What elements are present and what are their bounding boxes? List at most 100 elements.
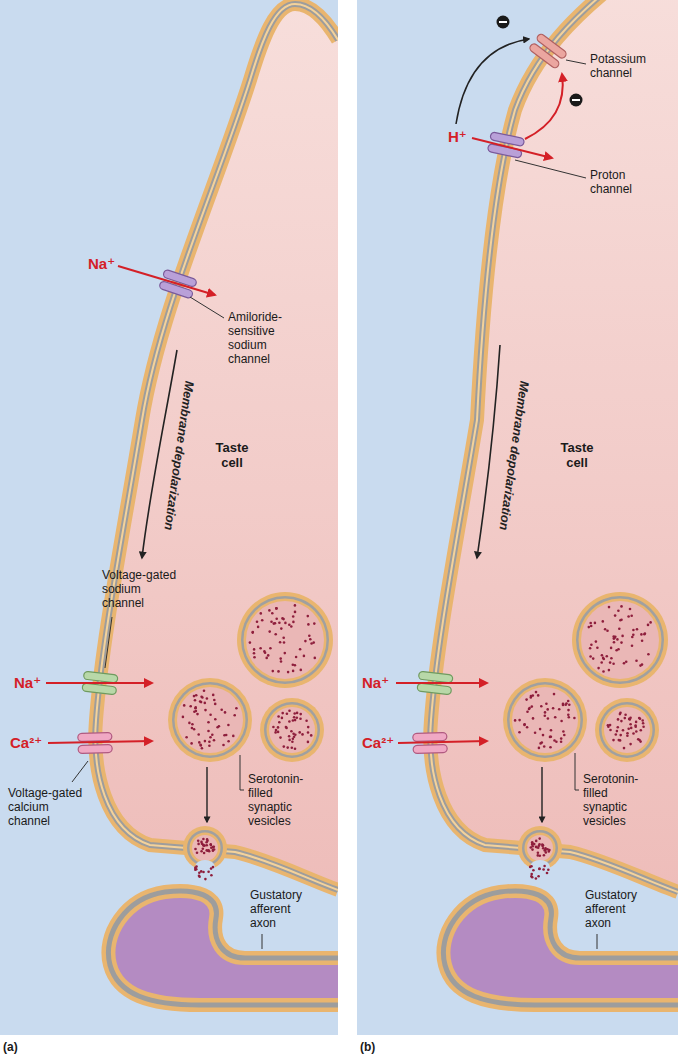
ion-label: Na⁺ — [362, 674, 389, 691]
serotonin-dot — [590, 625, 593, 628]
serotonin-dot — [264, 652, 267, 655]
serotonin-dot — [259, 647, 262, 650]
serotonin-dot — [620, 641, 623, 644]
serotonin-dot — [549, 746, 552, 749]
serotonin-dot — [647, 653, 650, 656]
serotonin-dot — [630, 727, 633, 730]
serotonin-dot — [532, 694, 535, 697]
serotonin-dot — [589, 647, 592, 650]
cell-body — [95, 4, 338, 890]
vesicle — [572, 592, 668, 688]
serotonin-dot — [278, 622, 281, 625]
inhibition-sign — [570, 94, 583, 107]
serotonin-dot — [256, 621, 259, 624]
serotonin-dot — [223, 734, 226, 737]
serotonin-dot — [542, 844, 545, 847]
serotonin-dot — [635, 721, 638, 724]
vesicle-part — [604, 707, 650, 753]
serotonin-dot — [619, 713, 622, 716]
serotonin-dot — [213, 845, 216, 848]
serotonin-dot — [560, 737, 563, 740]
serotonin-dot — [642, 726, 645, 729]
serotonin-dot — [275, 607, 278, 610]
serotonin-dot — [194, 699, 197, 702]
serotonin-dot — [253, 648, 256, 651]
serotonin-dot — [213, 699, 216, 702]
serotonin-dot — [308, 635, 311, 638]
serotonin-dot — [227, 740, 230, 743]
serotonin-dot — [193, 728, 196, 731]
serotonin-dot — [307, 741, 310, 744]
serotonin-dot — [543, 854, 546, 857]
serotonin-dot — [304, 640, 307, 643]
serotonin-dot — [281, 717, 284, 720]
serotonin-dot — [252, 631, 255, 634]
serotonin-dot — [545, 702, 548, 705]
serotonin-dot — [203, 690, 206, 693]
serotonin-dot — [528, 708, 531, 711]
serotonin-dot — [544, 711, 547, 714]
panel-a-art — [46, 4, 338, 1005]
serotonin-dot — [602, 657, 605, 660]
serotonin-dot — [632, 732, 635, 735]
vesicle-part — [576, 596, 664, 684]
serotonin-dot — [224, 711, 227, 714]
vesicle — [260, 698, 324, 762]
serotonin-dot — [293, 712, 296, 715]
serotonin-dot — [285, 727, 288, 730]
serotonin-dot — [595, 640, 598, 643]
serotonin-dot — [627, 727, 630, 730]
serotonin-dot — [632, 629, 635, 632]
serotonin-dot — [612, 739, 615, 742]
vesicle-part — [172, 682, 248, 758]
serotonin-dot — [208, 850, 211, 853]
afferent-axon — [443, 891, 678, 1005]
serotonin-dot — [299, 713, 302, 716]
serotonin-dot — [548, 850, 551, 853]
serotonin-dot — [634, 726, 637, 729]
serotonin-dot — [194, 848, 197, 851]
serotonin-dot — [546, 872, 549, 875]
serotonin-dot — [277, 731, 280, 734]
serotonin-dot — [272, 726, 275, 729]
serotonin-dot — [271, 612, 274, 615]
vesicle-part — [246, 601, 324, 679]
block-arrow — [456, 39, 529, 124]
serotonin-dot — [640, 633, 643, 636]
channel-label: Voltage-gated sodium channel — [102, 568, 182, 610]
channel-label: Potassium channel — [590, 52, 652, 80]
serotonin-dot — [532, 717, 535, 720]
serotonin-dot — [283, 745, 286, 748]
serotonin-dot — [261, 619, 264, 622]
serotonin-dot — [614, 614, 617, 617]
serotonin-dot — [616, 730, 619, 733]
serotonin-dot — [194, 869, 197, 872]
serotonin-dot — [629, 608, 632, 611]
serotonin-dot — [191, 727, 194, 730]
serotonin-dot — [542, 734, 545, 737]
serotonin-dot — [541, 843, 544, 846]
serotonin-dot — [207, 871, 210, 874]
vesicle-label: Serotonin-filled synaptic vesicles — [248, 772, 314, 828]
serotonin-dot — [626, 732, 629, 735]
serotonin-dot — [294, 604, 297, 607]
serotonin-dot — [535, 691, 538, 694]
serotonin-dot — [619, 734, 622, 737]
serotonin-dot — [635, 730, 638, 733]
serotonin-dot — [610, 657, 613, 660]
serotonin-dot — [294, 611, 297, 614]
serotonin-dot — [627, 615, 630, 618]
serotonin-dot — [613, 641, 616, 644]
cell-body — [430, 0, 678, 892]
serotonin-dot — [544, 849, 547, 852]
serotonin-dot — [274, 731, 277, 734]
release-arrow — [206, 767, 207, 822]
fusion-pore — [195, 860, 215, 874]
synaptic-vesicles — [503, 592, 668, 880]
serotonin-dot — [542, 868, 545, 871]
serotonin-dot — [200, 744, 203, 747]
serotonin-dot — [573, 717, 576, 720]
serotonin-dot — [195, 865, 198, 868]
serotonin-dot — [288, 624, 291, 627]
serotonin-dot — [282, 636, 285, 639]
